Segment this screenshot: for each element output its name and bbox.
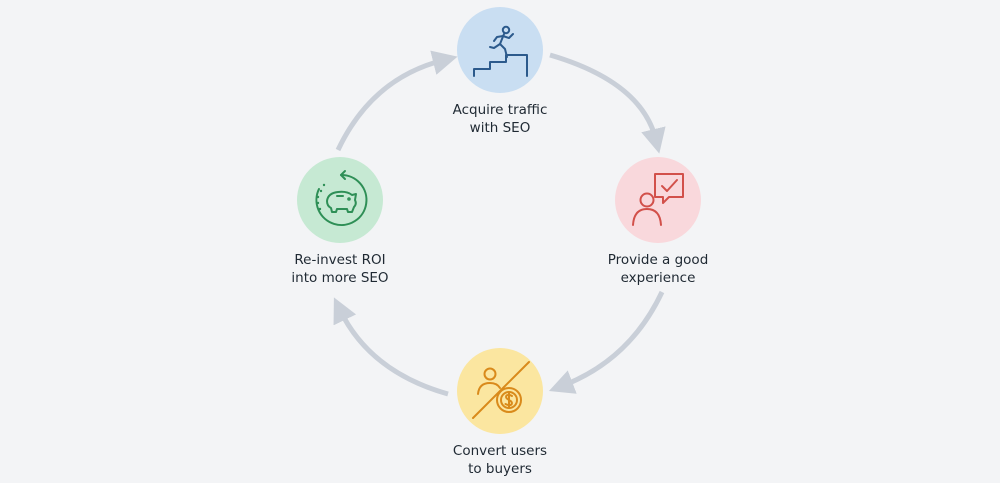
step-reinvest-roi-label: Re-invest ROI into more SEO <box>245 252 435 287</box>
step-acquire-traffic-label: Acquire traffic with SEO <box>405 102 595 137</box>
arrow-left-to-top <box>335 50 458 152</box>
step-label-line: Re-invest ROI <box>294 252 386 268</box>
arrow-right-to-bottom <box>548 290 665 394</box>
piggy-bank-cycle-icon <box>297 157 383 243</box>
step-provide-experience-label: Provide a good experience <box>563 252 753 287</box>
step-label-line: experience <box>620 269 696 286</box>
arrow-top-to-right <box>549 52 666 154</box>
step-convert-users-circle <box>457 348 543 434</box>
step-convert-users-label: Convert users to buyers <box>405 443 595 478</box>
step-provide-experience-circle <box>615 157 701 243</box>
step-acquire-traffic-circle <box>457 7 543 93</box>
step-label-line: Convert users <box>452 443 548 459</box>
user-speech-check-icon <box>615 157 701 243</box>
step-label-line: to buyers <box>468 460 532 477</box>
step-reinvest-roi-circle <box>297 157 383 243</box>
step-label-line: Provide a good <box>607 252 709 268</box>
step-label-line: into more SEO <box>291 269 389 286</box>
step-label-line: with SEO <box>469 119 531 136</box>
step-label-line: Acquire traffic <box>452 102 548 118</box>
stairs-runner-icon <box>457 7 543 93</box>
user-dollar-coin-icon <box>457 348 543 434</box>
arrow-bottom-to-left <box>333 297 449 397</box>
